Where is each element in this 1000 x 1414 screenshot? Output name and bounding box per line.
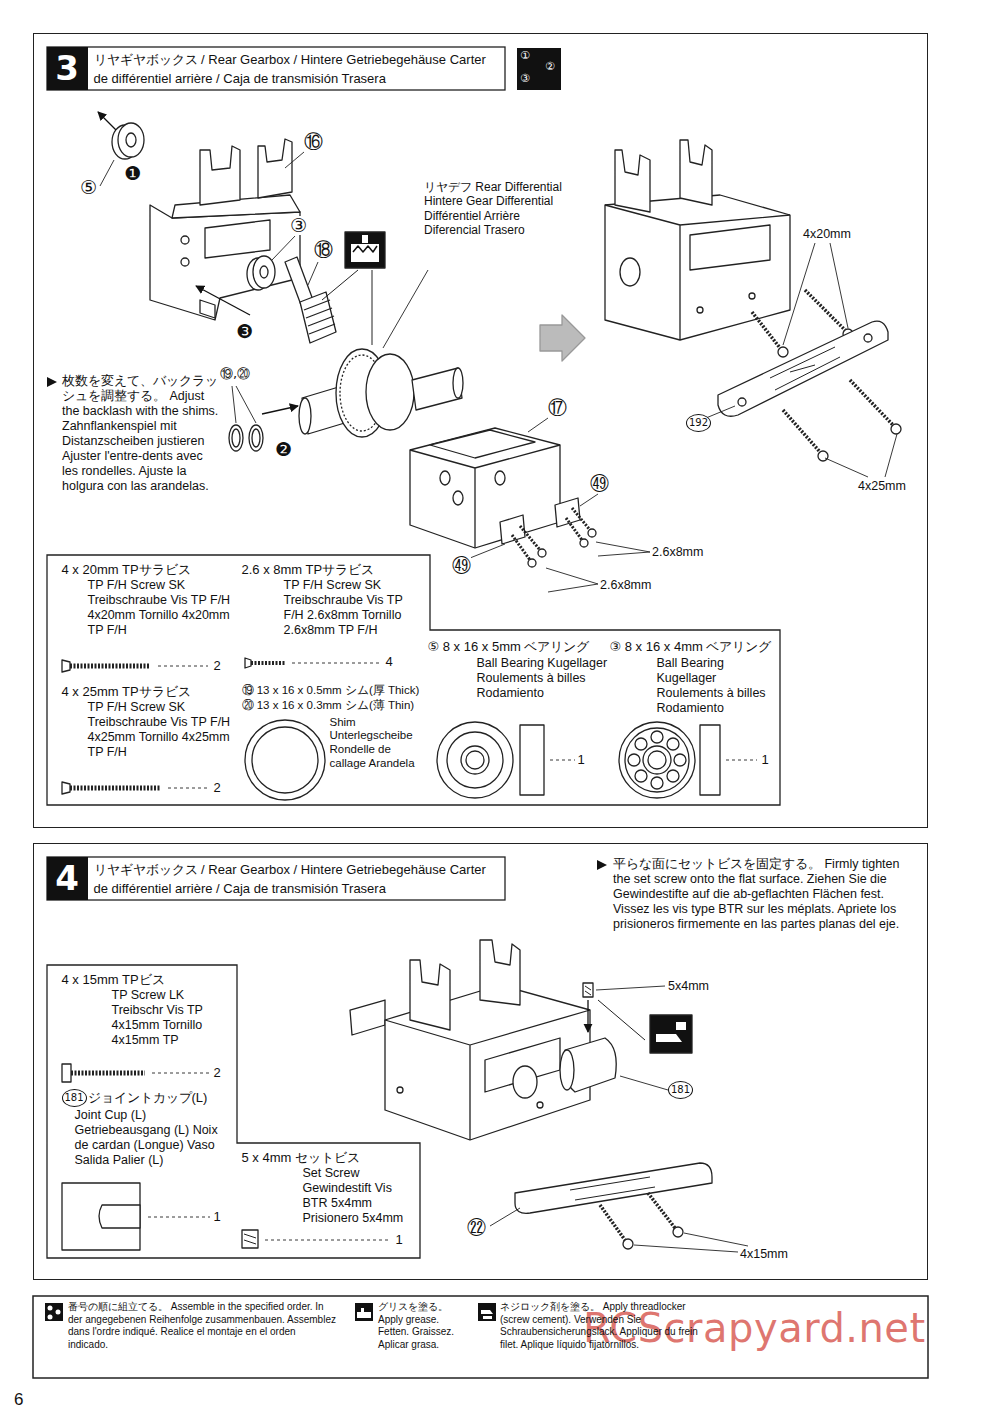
callout-number: ⑱ bbox=[314, 240, 333, 259]
quantity: 2 bbox=[214, 1065, 221, 1081]
dimension-label: 5x4mm bbox=[668, 979, 709, 994]
part-name: 5 x 4mm セットビス bbox=[242, 1150, 360, 1166]
callout-number: 181 bbox=[62, 1089, 87, 1107]
callout-number: ㉒ bbox=[467, 1218, 486, 1237]
callout-number: ⑤ bbox=[80, 178, 97, 197]
parts-list: 4 x 20mm TPサラビスTP F/H Screw SK Treibschr… bbox=[47, 555, 780, 805]
dimension-label: 4x15mm bbox=[740, 1247, 788, 1262]
legend-text: グリスを塗る。 Apply grease. Fetten. Graissez. … bbox=[378, 1301, 473, 1351]
part-name: ⑳ 13 x 16 x 0.3mm シム(薄 Thin) bbox=[242, 699, 415, 713]
legend-text: 番号の順に組立てる。 Assemble in the specified ord… bbox=[68, 1301, 338, 1351]
step-heading: リヤギヤボックス / Rear Gearbox / Hintere Getrie… bbox=[94, 860, 504, 898]
callout-number: 192 bbox=[686, 414, 711, 432]
callout-number: ⑯ bbox=[304, 132, 323, 151]
step-number: 4 bbox=[47, 857, 88, 900]
dimension-label: 4x20mm bbox=[803, 227, 851, 242]
part-name: 4 x 25mm TPサラビス bbox=[62, 684, 191, 700]
quantity: 1 bbox=[762, 752, 769, 768]
dimension-label: 2.6x8mm bbox=[600, 578, 651, 593]
step-heading: リヤギヤボックス / Rear Gearbox / Hintere Getrie… bbox=[94, 50, 504, 88]
callout-number: 181 bbox=[668, 1081, 693, 1099]
dimension-label: 2.6x8mm bbox=[652, 545, 703, 560]
part-description: Joint Cup (L) Getriebeausgang (L) Noix d… bbox=[75, 1108, 235, 1168]
part-name: ⑤ 8 x 16 x 5mm ベアリング bbox=[428, 639, 590, 655]
part-description: Set Screw Gewindestift Vis BTR 5x4mm Pri… bbox=[303, 1166, 415, 1226]
callout-number: ⑰ bbox=[548, 398, 567, 417]
step-order-number: ❷ bbox=[275, 440, 292, 459]
order-icon-number: ③ bbox=[520, 73, 530, 84]
callout-number: ⑲,⑳ bbox=[220, 367, 250, 380]
quantity: 2 bbox=[214, 780, 221, 796]
part-description: TP F/H Screw SK Treibschraube Vis TP F/H… bbox=[284, 578, 424, 638]
quantity: 2 bbox=[214, 658, 221, 674]
step-order-number: ❸ bbox=[236, 322, 253, 341]
parts-list: 4 x 15mm TPビスTP Screw LK Treibschr Vis T… bbox=[47, 965, 420, 1258]
dimension-label: 4x25mm bbox=[858, 479, 906, 494]
step-order-number: ❶ bbox=[124, 164, 141, 183]
part-name: ⑲ 13 x 16 x 0.5mm シム(厚 Thick) bbox=[242, 684, 420, 698]
quantity: 1 bbox=[578, 752, 585, 768]
order-icon-number: ① bbox=[520, 50, 530, 61]
part-name: ③ 8 x 16 x 4mm ベアリング bbox=[610, 639, 772, 655]
part-description: TP F/H Screw SK Treibschraube Vis TP F/H… bbox=[88, 700, 238, 760]
quantity: 4 bbox=[386, 654, 393, 670]
assembly-note: 平らな面にセットビスを固定する。 Firmly tighten the set … bbox=[613, 857, 918, 932]
part-description: Ball Bearing Kugellager Roulements à bil… bbox=[477, 656, 617, 701]
order-icon-number: ② bbox=[545, 61, 555, 72]
page-number: 6 bbox=[14, 1390, 23, 1410]
step-number: 3 bbox=[47, 47, 88, 90]
quantity: 1 bbox=[396, 1232, 403, 1248]
part-name: 4 x 20mm TPサラビス bbox=[62, 562, 191, 578]
callout-number: ㊾ bbox=[590, 474, 609, 493]
legend-text: ネジロック剤を塗る。 Apply threadlocker (screw cem… bbox=[500, 1301, 715, 1351]
part-name: 4 x 15mm TPビス bbox=[62, 972, 165, 988]
part-description: TP F/H Screw SK Treibschraube Vis TP F/H… bbox=[88, 578, 238, 638]
quantity: 1 bbox=[214, 1209, 221, 1225]
part-name: ジョイントカップ(L) bbox=[88, 1090, 208, 1106]
part-description: Shim Unterlegscheibe Rondelle de callage… bbox=[330, 716, 430, 771]
callout-number: ㊾ bbox=[452, 556, 471, 575]
callout-number: ③ bbox=[290, 216, 307, 235]
assembly-note: 枚数を変えて、バックラッシュを調整する。 Adjust the backlash… bbox=[62, 374, 220, 494]
part-description: Ball Bearing Kugellager Roulements à bil… bbox=[657, 656, 777, 716]
part-description: TP Screw LK Treibschr Vis TP 4x15mm Torn… bbox=[112, 988, 234, 1048]
part-name: 2.6 x 8mm TPサラビス bbox=[242, 562, 375, 578]
part-label: リヤデフ Rear Differential Hintere Gear Diff… bbox=[424, 180, 574, 238]
